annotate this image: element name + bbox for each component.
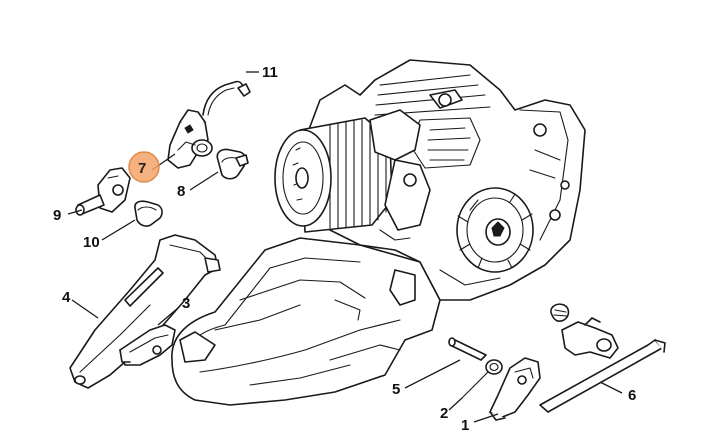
callout-3: 3: [182, 295, 190, 312]
callout-4: 4: [62, 289, 71, 306]
carburetor-assembly: [369, 109, 431, 241]
callout-6: 6: [628, 387, 636, 404]
callout-11: 11: [262, 64, 278, 81]
part-1-lever: [489, 357, 541, 421]
part-6-rod-assembly: [539, 303, 666, 413]
callout-2: 2: [440, 405, 448, 422]
callout-8: 8: [177, 183, 185, 200]
callout-5: 5: [392, 381, 400, 398]
chainsaw-housing: [171, 59, 586, 406]
callout-7-highlight: [128, 151, 160, 183]
callout-9: 9: [53, 207, 61, 224]
part-9-bracket: [75, 167, 131, 216]
part-11-hose: [202, 80, 251, 116]
leader-lines: [67, 71, 623, 423]
callout-10: 10: [83, 234, 100, 251]
part-2-spring: [461, 359, 503, 399]
callout-1: 1: [461, 417, 469, 434]
part-3-bracket: [119, 324, 176, 366]
part-10-clamp: [134, 200, 163, 227]
callout-labels: 11 7 8 9 10 4 3 5 2 1 6: [53, 64, 636, 434]
part-7-intake-manifold: [167, 109, 213, 169]
part-5-pin: [448, 337, 487, 361]
air-filter: [274, 117, 393, 233]
callout-7: 7: [138, 160, 146, 177]
part-8-clamp: [216, 148, 249, 180]
